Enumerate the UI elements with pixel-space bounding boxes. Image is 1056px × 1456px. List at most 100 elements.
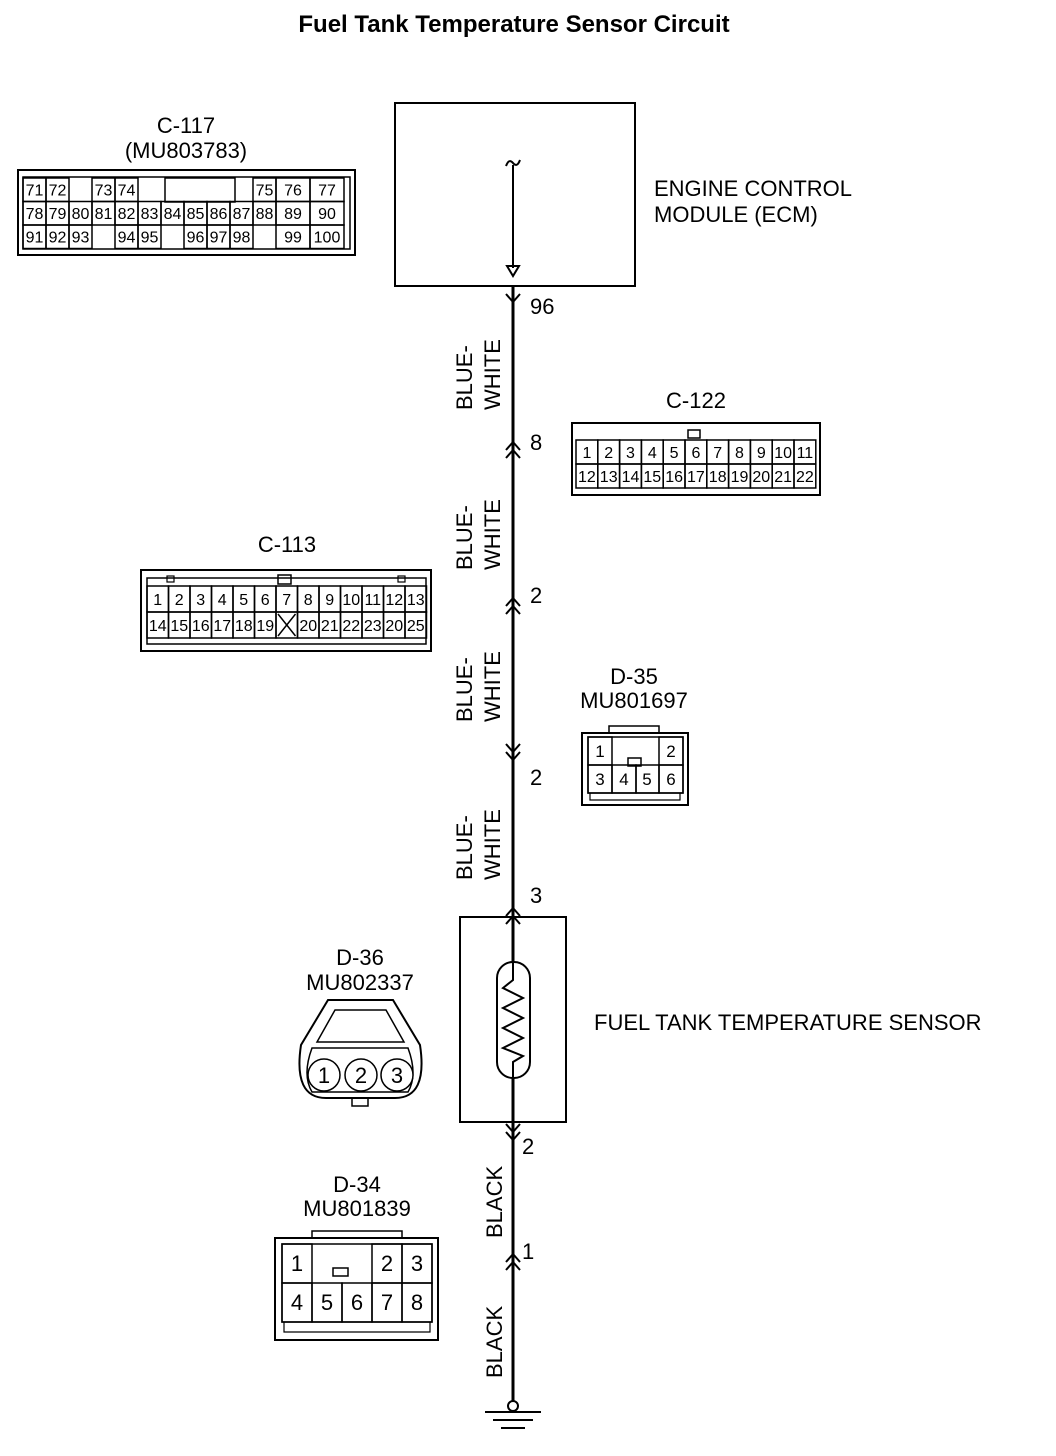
d35-part: MU801697 (580, 688, 688, 713)
c113-pin: 6 (261, 592, 270, 609)
c117-pin: 79 (49, 206, 67, 223)
c117-pin: 92 (49, 229, 67, 246)
wire-label-4: BLUE- WHITE (452, 809, 505, 880)
c117-pin: 94 (118, 229, 136, 246)
c117-pin: 80 (72, 206, 90, 223)
c122-pin: 16 (665, 469, 683, 486)
c117-cell (137, 224, 162, 250)
c117-pin: 87 (233, 206, 251, 223)
d35-pin: 5 (642, 770, 651, 789)
d34-pin: 6 (351, 1290, 363, 1315)
svg-text:WHITE: WHITE (480, 809, 505, 880)
c117-pin: 98 (233, 229, 251, 246)
fuel-tank-sensor (459, 916, 567, 1123)
c122-pin: 10 (774, 445, 792, 462)
c113-pin: 19 (256, 618, 274, 635)
c122-pin: 17 (687, 469, 705, 486)
c117-pin: 77 (318, 182, 336, 199)
wire-label-1: BLUE- WHITE (452, 339, 505, 410)
c113-pin: 20 (299, 618, 317, 635)
c122-pin: 9 (757, 445, 766, 462)
c122-pin: 22 (796, 469, 814, 486)
c117-pin: 95 (141, 229, 159, 246)
diagram-title: Fuel Tank Temperature Sensor Circuit (298, 11, 729, 38)
c117-cell (229, 224, 254, 250)
c113-pin: 8 (304, 592, 313, 609)
pin-label-2b: 2 (530, 765, 542, 790)
c113-cell (404, 611, 428, 639)
d34-part: MU801839 (303, 1196, 411, 1221)
ecm-module (394, 102, 636, 287)
d36-pin: 3 (391, 1063, 403, 1088)
c117-pin: 84 (164, 206, 182, 223)
c117-name: C-117 (157, 113, 215, 138)
c117-pin: 91 (26, 229, 44, 246)
c113-pin: 7 (282, 592, 291, 609)
c117-pin: 89 (284, 206, 302, 223)
c113-pin: 12 (385, 592, 403, 609)
d35-pin: 3 (595, 770, 604, 789)
pin-label-2a: 2 (530, 583, 542, 608)
d35-pin: 6 (666, 770, 675, 789)
c113-pin: 15 (170, 618, 188, 635)
c122-pin: 3 (626, 445, 635, 462)
c122-pin: 12 (578, 469, 596, 486)
svg-text:WHITE: WHITE (480, 499, 505, 570)
c113-pin: 14 (149, 618, 167, 635)
d34-pin: 7 (381, 1290, 393, 1315)
d36-name: D-36 (336, 945, 384, 970)
c122-pin: 1 (582, 445, 591, 462)
c117-cell (68, 224, 93, 250)
wire-chevrons (505, 293, 521, 1271)
d36-pin: 2 (355, 1063, 367, 1088)
c113-pin: 11 (364, 592, 381, 609)
wire-label-6: BLACK (482, 1306, 507, 1378)
wire-label-3: BLUE- WHITE (452, 651, 505, 722)
c113-pin: 18 (235, 618, 253, 635)
c117-pin: 88 (256, 206, 274, 223)
d36-pins: 1 2 3 (307, 1058, 414, 1092)
c117-pin: 100 (314, 229, 341, 246)
d35-pin: 1 (595, 742, 604, 761)
c117-pin: 96 (187, 229, 205, 246)
c122-pin: 8 (735, 445, 744, 462)
c117-pin: 99 (284, 229, 302, 246)
c113-pin: 1 (153, 592, 162, 609)
wire-label-5: BLACK (482, 1166, 507, 1238)
c122-pin: 6 (691, 445, 700, 462)
d34-name: D-34 (333, 1172, 381, 1197)
c117-pin: 78 (26, 206, 44, 223)
d34-pin: 1 (291, 1251, 303, 1276)
d34-pin: 4 (291, 1290, 303, 1315)
c122-pin: 15 (643, 469, 661, 486)
c113-cavity-cross (277, 613, 297, 637)
c113-pin: 10 (342, 592, 360, 609)
c122-pin: 13 (600, 469, 618, 486)
svg-text:BLUE-: BLUE- (452, 345, 477, 410)
svg-text:WHITE: WHITE (480, 651, 505, 722)
c117-pin: 85 (187, 206, 205, 223)
svg-text:BLUE-: BLUE- (452, 505, 477, 570)
c113-pin: 13 (407, 592, 425, 609)
c117-cell (309, 224, 345, 250)
d34-pins: 1 2 3 4 5 6 7 8 (281, 1243, 433, 1323)
c122-pin: 11 (797, 445, 814, 462)
c117-pin: 83 (141, 206, 159, 223)
pin-label-2c: 2 (522, 1134, 534, 1159)
c113-pin: 4 (218, 592, 227, 609)
c117-pin: 73 (95, 182, 113, 199)
pin-label-96: 96 (530, 294, 554, 319)
c122-pin: 21 (774, 469, 792, 486)
pin-label-8: 8 (530, 430, 542, 455)
c117-pin: 93 (72, 229, 90, 246)
c117-pin: 71 (26, 182, 44, 199)
c122-pin: 4 (648, 445, 657, 462)
d35-pin: 4 (619, 770, 628, 789)
pin-label-1: 1 (522, 1239, 534, 1264)
d36-part: MU802337 (306, 970, 414, 995)
d35-pins: 1 2 3 4 5 6 (587, 736, 684, 794)
d35-pin: 2 (666, 742, 675, 761)
